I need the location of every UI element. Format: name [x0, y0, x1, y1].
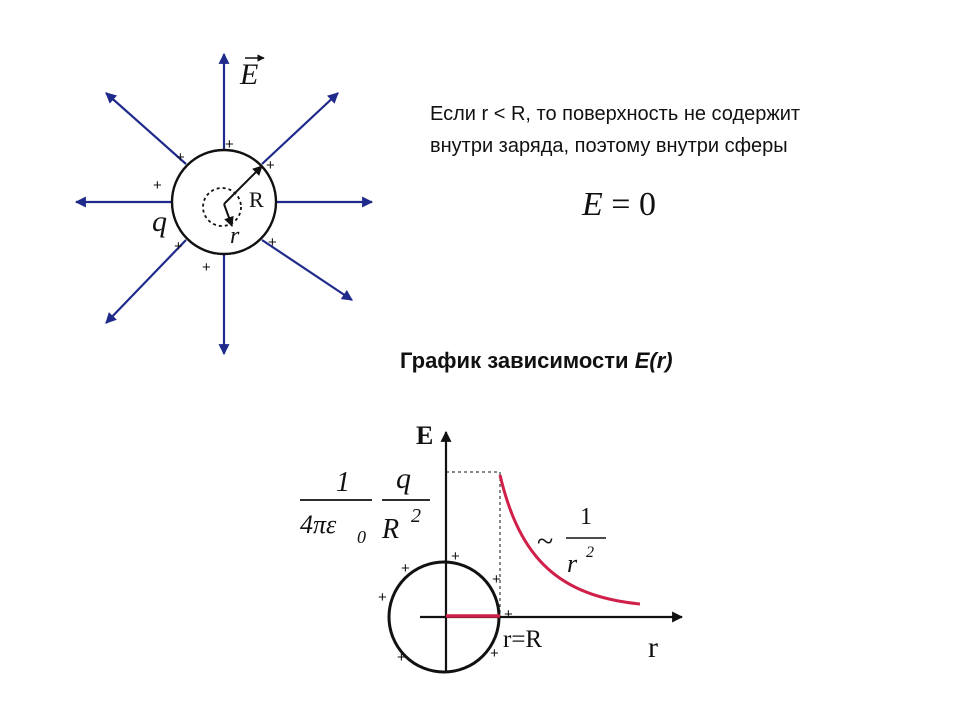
charged-sphere [170, 148, 278, 256]
plus-sign: + [202, 259, 211, 276]
charge-fraction-numerator: q [396, 462, 411, 495]
plus-sign: + [176, 149, 185, 166]
max-fraction-denominator-sub: 0 [357, 527, 366, 547]
decay-proportionality: ~ 1 r 2 [537, 504, 606, 578]
plus-sign: + [490, 645, 499, 662]
charge-fraction-denominator: R [381, 514, 399, 545]
plus-sign: + [451, 548, 460, 565]
decay-fraction-denominator-sup: 2 [586, 544, 594, 561]
graph-title-function: E(r) [634, 348, 673, 373]
field-line-arrows [74, 52, 374, 356]
field-arrow-upright [261, 92, 339, 165]
max-value-formula: 1 4πε 0 q R 2 [300, 462, 430, 547]
plus-sign: + [153, 177, 162, 194]
radius-R-arrow [223, 165, 263, 205]
charge-fraction-denominator-sup: 2 [411, 505, 421, 527]
plus-sign: + [268, 234, 277, 251]
outer-radius-label: R [249, 187, 264, 212]
radius-r-arrow [223, 203, 234, 227]
decay-fraction-denominator: r [567, 549, 578, 578]
condition-text-line-2: внутри заряда, поэтому внутри сферы [430, 135, 788, 157]
plus-sign: + [225, 136, 234, 153]
gaussian-surface-inner [202, 187, 242, 227]
inner-radius-label: r [230, 223, 240, 249]
boundary-label: r=R [503, 626, 542, 653]
field-arrow-downright [261, 239, 353, 301]
field-inside-formula: E = 0 [582, 186, 656, 224]
graph-surface-charges: ~ + + + + + + + [378, 548, 513, 666]
graph-title: График зависимости E(r) [400, 348, 673, 374]
formula-equals: = [611, 186, 631, 223]
field-arrow-downleft [105, 239, 187, 324]
plus-sign: + [266, 157, 275, 174]
charge-label: q [152, 205, 167, 238]
graph-title-prefix: График зависимости [400, 348, 635, 373]
condition-text-line-1: Если r < R, то поверхность не содержит [430, 103, 801, 125]
decay-fraction-numerator: 1 [580, 504, 592, 530]
plus-sign: + [174, 238, 183, 255]
formula-rhs: 0 [638, 186, 656, 223]
field-arrow-upleft [105, 92, 187, 165]
x-axis-label: r [648, 631, 658, 664]
max-fraction-denominator: 4πε [300, 510, 337, 539]
y-axis-label: E [416, 421, 433, 450]
plus-sign: + [397, 649, 406, 666]
surface-charges: + + + + + + + [153, 136, 277, 276]
e-of-r-graph: E r ~ + + + + + + + r=R 1 4πε 0 q R 2 [300, 421, 684, 674]
plus-sign: + [492, 571, 501, 588]
max-fraction-numerator: 1 [336, 467, 350, 498]
field-lines-diagram: E q R r + + + + + + + [74, 52, 374, 356]
plus-sign: + [401, 560, 410, 577]
plus-sign: + [378, 589, 387, 606]
field-decay-curve [498, 474, 641, 606]
plus-sign: + [504, 606, 513, 623]
field-vector-label: E [239, 58, 258, 91]
tilde: ~ [537, 525, 553, 558]
formula-lhs: E [582, 186, 603, 223]
